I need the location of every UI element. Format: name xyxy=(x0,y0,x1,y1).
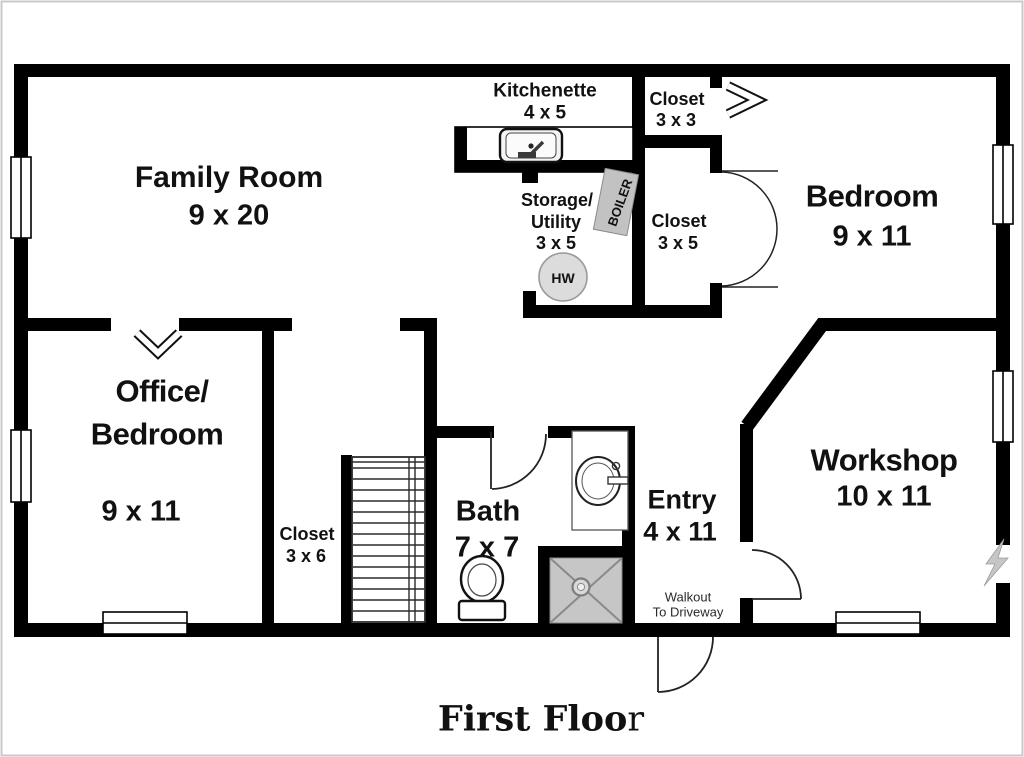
wall-bedroom-bottom xyxy=(818,318,996,331)
label-family-room: Family Room xyxy=(134,161,324,194)
wall-office-right xyxy=(262,318,274,623)
label-workshop-dims: 10 x 11 xyxy=(836,480,932,513)
label-bath: Bath xyxy=(455,495,521,528)
window-office-left xyxy=(10,429,32,503)
stairs xyxy=(351,456,426,623)
label-kitchenette-dims: 4 x 5 xyxy=(523,102,567,124)
label-closet-3x3: Closet xyxy=(649,89,705,109)
page-title: First Floor xyxy=(438,699,644,740)
lightning-bolt-icon xyxy=(983,538,1009,587)
label-closet-3x5-dims: 3 x 5 xyxy=(657,233,699,253)
workshop-door-arc xyxy=(751,549,802,600)
wall-closet3x3-bottom xyxy=(632,135,722,148)
label-storage-line1: Storage/ xyxy=(520,190,594,210)
boiler-unit: BOILER xyxy=(592,167,640,237)
label-walkout-line1: Walkout xyxy=(664,589,712,605)
label-family-room-dims: 9 x 20 xyxy=(188,199,270,232)
label-bedroom: Bedroom xyxy=(805,178,939,214)
bath-door-arc xyxy=(490,432,547,490)
water-heater-label: HW xyxy=(551,270,575,286)
label-office-dims: 9 x 11 xyxy=(101,495,181,528)
wall-closet3x5-right-lower xyxy=(710,283,722,318)
bifold-chevron-icon xyxy=(725,81,769,119)
wall-storage-left-stub xyxy=(523,291,536,305)
label-bath-dims: 7 x 7 xyxy=(454,531,520,564)
label-closet-3x6-dims: 3 x 6 xyxy=(285,546,327,566)
label-closet-3x5: Closet xyxy=(651,211,707,231)
label-entry: Entry xyxy=(647,484,717,515)
wall-stairs-left xyxy=(341,455,352,623)
wall-bath-left xyxy=(424,318,437,623)
interior-walls xyxy=(14,64,996,623)
label-office-line2: Bedroom xyxy=(90,416,224,452)
label-walkout-line2: To Driveway xyxy=(652,604,724,620)
door-swing-chevron-icon xyxy=(133,329,183,360)
label-workshop: Workshop xyxy=(810,442,959,478)
kitchen-sink xyxy=(498,127,564,164)
label-closet-3x6: Closet xyxy=(279,524,335,544)
wall-left xyxy=(14,64,28,637)
wall-storage-bottom xyxy=(523,305,720,318)
wall-closet3x5-right-upper xyxy=(710,135,722,173)
shower xyxy=(538,546,635,624)
label-storage-line2: Utility xyxy=(530,212,582,232)
wall-kitchen-nub xyxy=(522,172,538,183)
window-workshop-bottom xyxy=(835,611,921,635)
wall-workshop-diagonal xyxy=(741,317,830,431)
wall-kitchenette-right xyxy=(632,64,645,307)
label-office-line1: Office/ xyxy=(115,373,209,409)
kitchen-counter xyxy=(454,126,634,173)
page-title-main: First Floo xyxy=(437,698,628,740)
wall-workshop-left xyxy=(740,424,753,542)
page-title-tail: r xyxy=(627,699,645,740)
wall-bottom xyxy=(14,623,1010,637)
window-family-left xyxy=(10,156,32,239)
wall-closet3x3-right-stub xyxy=(710,64,722,88)
water-heater: HW xyxy=(538,252,588,302)
windows xyxy=(10,144,1014,635)
window-bedroom-right xyxy=(992,144,1014,225)
label-bedroom-dims: 9 x 11 xyxy=(832,220,912,253)
label-kitchenette: Kitchenette xyxy=(493,80,597,102)
label-storage-dims: 3 x 5 xyxy=(535,233,577,253)
toilet xyxy=(457,554,507,622)
vanity-sink xyxy=(571,430,629,531)
wall-bath-top-left xyxy=(424,426,494,438)
window-workshop-right xyxy=(992,370,1014,443)
wall-workshop-door-stub xyxy=(740,598,753,623)
wall-office-top-left xyxy=(14,318,111,331)
walkout-door-arc xyxy=(657,636,714,693)
label-closet-3x3-dims: 3 x 3 xyxy=(655,110,697,130)
doors xyxy=(133,81,802,693)
label-entry-dims: 4 x 11 xyxy=(643,516,717,547)
wall-right-upper xyxy=(996,64,1010,545)
french-doors-closet3x5 xyxy=(721,170,778,288)
window-office-bottom xyxy=(102,611,188,635)
wall-top xyxy=(14,64,1010,77)
wall-office-top-right xyxy=(179,318,292,331)
